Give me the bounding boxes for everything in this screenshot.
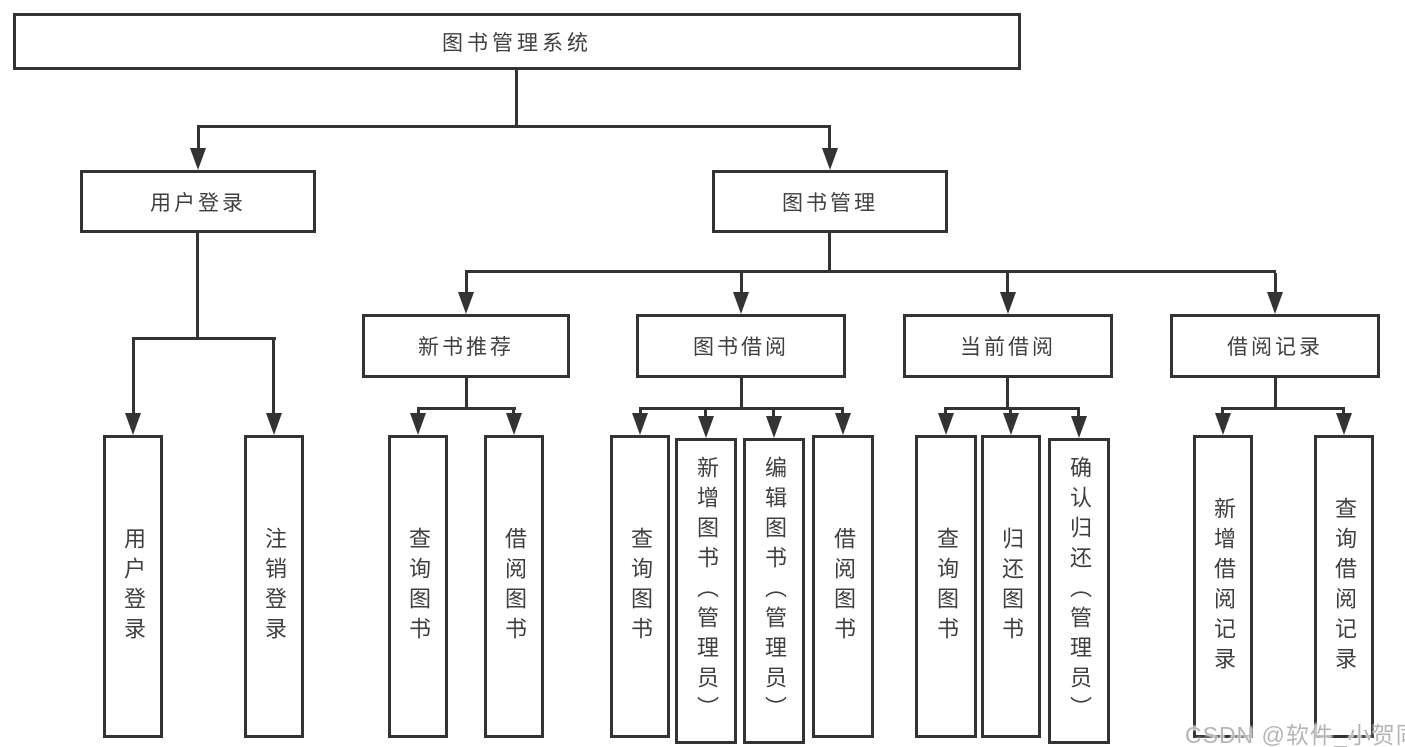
connector-arrowhead-down-icon xyxy=(125,413,141,435)
leaf-query-books-current-label: 查询图书 xyxy=(934,526,959,647)
connector-hline xyxy=(132,337,276,340)
leaf-add-borrow-record-label: 新增借阅记录 xyxy=(1211,496,1236,677)
connector-arrowhead-down-icon xyxy=(1267,292,1283,314)
connector-vline xyxy=(465,378,468,408)
connector-hline xyxy=(1221,407,1345,410)
connector-vline xyxy=(828,128,831,154)
connector-arrowhead-down-icon xyxy=(410,413,426,435)
leaf-logout-label: 注销登录 xyxy=(262,526,287,647)
leaf-add-borrow-record: 新增借阅记录 xyxy=(1193,435,1253,738)
node-book-management-label: 图书管理 xyxy=(782,191,878,215)
node-new-book-recommendation: 新书推荐 xyxy=(362,314,570,378)
connector-vline xyxy=(196,233,199,337)
leaf-borrow-books-recommend-label: 借阅图书 xyxy=(502,526,527,647)
leaf-borrow-books-recommend: 借阅图书 xyxy=(484,435,544,738)
connector-arrowhead-down-icon xyxy=(1000,292,1016,314)
leaf-edit-books-admin: 编辑图书（管理员） xyxy=(743,438,805,744)
leaf-return-books-label: 归还图书 xyxy=(999,526,1024,647)
leaf-query-books-borrowing: 查询图书 xyxy=(610,435,670,738)
connector-vline xyxy=(132,340,135,421)
connector-vline xyxy=(828,233,831,270)
node-book-management: 图书管理 xyxy=(712,170,948,233)
connector-vline xyxy=(515,70,518,127)
connector-arrowhead-down-icon xyxy=(1336,413,1352,435)
connector-vline xyxy=(1077,410,1080,419)
leaf-query-books-current: 查询图书 xyxy=(915,435,977,738)
leaf-query-borrow-record-label: 查询借阅记录 xyxy=(1332,496,1357,677)
connector-hline xyxy=(944,407,1080,410)
connector-vline xyxy=(1274,378,1277,408)
connector-arrowhead-down-icon xyxy=(190,148,206,170)
node-new-book-recommendation-label: 新书推荐 xyxy=(418,336,514,359)
leaf-add-books-admin-label: 新增图书（管理员） xyxy=(694,456,719,726)
connector-vline xyxy=(1006,378,1009,408)
connector-vline xyxy=(465,273,468,297)
connector-arrowhead-down-icon xyxy=(632,413,648,435)
connector-arrowhead-down-icon xyxy=(733,292,749,314)
node-book-borrowing-label: 图书借阅 xyxy=(693,336,789,359)
connector-vline xyxy=(740,378,743,408)
connector-arrowhead-down-icon xyxy=(835,413,851,435)
connector-arrowhead-down-icon xyxy=(822,148,838,170)
node-book-borrowing: 图书借阅 xyxy=(636,314,846,378)
leaf-query-books-recommend: 查询图书 xyxy=(388,435,448,738)
connector-arrowhead-down-icon xyxy=(766,416,782,438)
leaf-user-login: 用户登录 xyxy=(103,435,163,738)
connector-hline xyxy=(417,407,516,410)
leaf-query-borrow-record: 查询借阅记录 xyxy=(1314,435,1374,738)
connector-hline xyxy=(197,125,831,128)
node-user-login-label: 用户登录 xyxy=(150,191,246,215)
leaf-query-books-borrowing-label: 查询图书 xyxy=(628,526,653,647)
connector-arrowhead-down-icon xyxy=(506,413,522,435)
leaf-add-books-admin: 新增图书（管理员） xyxy=(675,438,737,744)
node-borrowing-records: 借阅记录 xyxy=(1170,314,1380,378)
leaf-confirm-return-admin-label: 确认归还（管理员） xyxy=(1067,456,1092,726)
leaf-user-login-label: 用户登录 xyxy=(121,526,146,647)
connector-arrowhead-down-icon xyxy=(1071,416,1087,438)
connector-vline xyxy=(772,410,775,419)
node-current-borrowing-label: 当前借阅 xyxy=(960,336,1056,359)
connector-vline xyxy=(272,340,275,421)
connector-hline xyxy=(465,270,1276,273)
leaf-edit-books-admin-label: 编辑图书（管理员） xyxy=(762,456,787,726)
leaf-confirm-return-admin: 确认归还（管理员） xyxy=(1048,438,1110,744)
leaf-return-books: 归还图书 xyxy=(981,435,1041,738)
node-current-borrowing: 当前借阅 xyxy=(903,314,1113,378)
connector-hline xyxy=(639,407,844,410)
connector-vline xyxy=(740,273,743,297)
connector-arrowhead-down-icon xyxy=(458,292,474,314)
leaf-borrow-books-borrowing: 借阅图书 xyxy=(812,435,874,738)
connector-arrowhead-down-icon xyxy=(938,413,954,435)
leaf-query-books-recommend-label: 查询图书 xyxy=(406,526,431,647)
connector-vline xyxy=(704,410,707,419)
leaf-borrow-books-borrowing-label: 借阅图书 xyxy=(831,526,856,647)
node-borrowing-records-label: 借阅记录 xyxy=(1227,336,1323,359)
connector-vline xyxy=(1274,273,1277,297)
node-root: 图书管理系统 xyxy=(13,13,1021,70)
connector-vline xyxy=(197,128,200,154)
node-root-label: 图书管理系统 xyxy=(442,31,592,55)
connector-arrowhead-down-icon xyxy=(266,413,282,435)
node-user-login: 用户登录 xyxy=(80,170,316,233)
leaf-logout: 注销登录 xyxy=(244,435,304,738)
connector-arrowhead-down-icon xyxy=(698,416,714,438)
connector-arrowhead-down-icon xyxy=(1215,413,1231,435)
connector-arrowhead-down-icon xyxy=(1003,413,1019,435)
csdn-watermark: CSDN @软件_小贺同学 xyxy=(1185,722,1405,747)
connector-vline xyxy=(1006,273,1009,297)
